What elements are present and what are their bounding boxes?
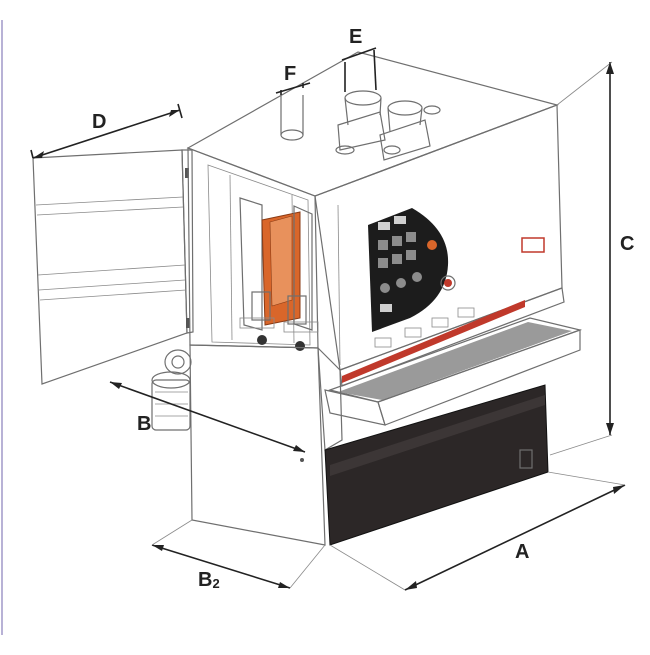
dimension-label-a: A [515,541,529,563]
dimension-label-e: E [349,26,362,48]
base-cabinet [189,344,549,546]
front-strip [339,287,565,387]
open-door [32,149,194,385]
motor [151,349,192,431]
dimension-lines [30,47,626,591]
dust-hoods [280,90,441,161]
dimension-label-d: D [92,111,106,133]
dimension-label-b: B [137,413,151,435]
control-panel [368,208,545,332]
conveyor-belt [324,317,583,426]
dimension-label-b2-main: B [198,569,212,591]
dimension-label-f: F [284,63,296,85]
dimension-label-b2-sub: 2 [212,576,219,591]
sanding-heads [239,197,319,351]
dimension-label-b2: B2 [198,569,220,591]
dimension-label-c: C [620,233,634,255]
